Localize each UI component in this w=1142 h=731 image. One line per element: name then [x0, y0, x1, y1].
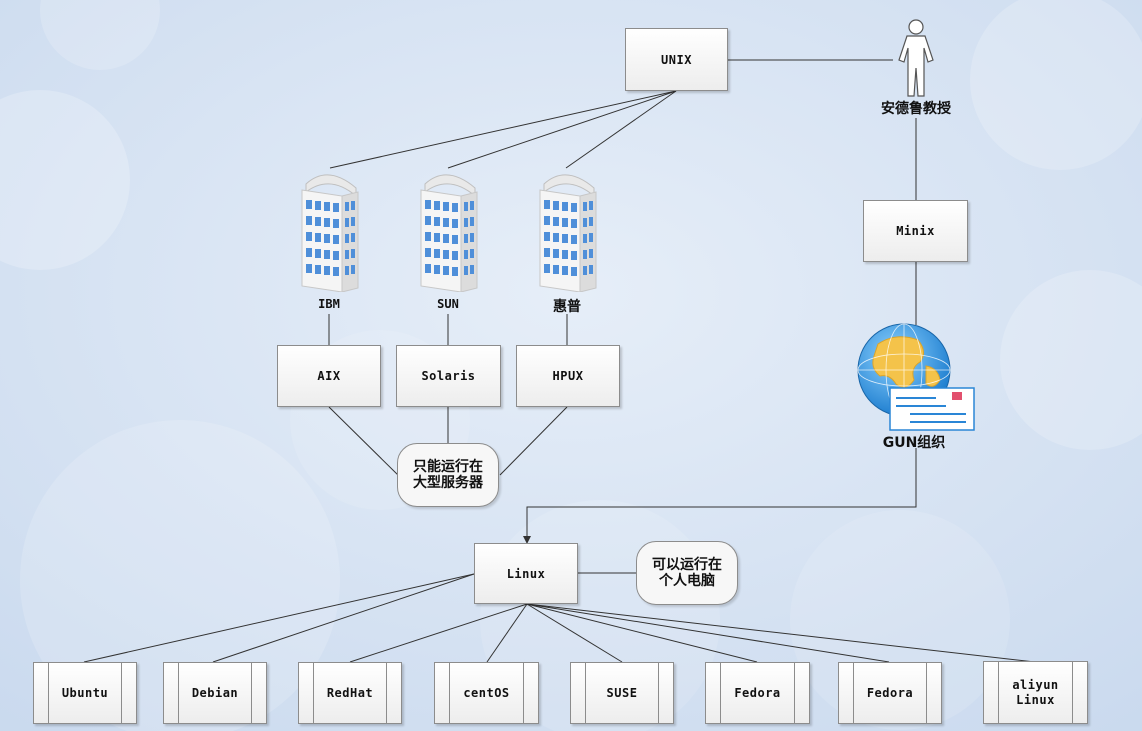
distro-centos[interactable]: centOS — [434, 662, 539, 724]
distro-label: Ubuntu — [61, 686, 109, 700]
server-only-note[interactable]: 只能运行在 大型服务器 — [397, 443, 499, 507]
aix-label: AIX — [317, 369, 341, 383]
aliyun-label-line2: Linux — [1016, 692, 1055, 707]
unix-node[interactable]: UNIX — [625, 28, 728, 91]
distro-label: RedHat — [326, 686, 374, 700]
distro-label: Fedora — [866, 686, 914, 700]
distro-label: Debian — [191, 686, 239, 700]
globe-mail-icon — [857, 323, 975, 431]
office-building-icon — [539, 174, 597, 292]
distro-label: centOS — [463, 686, 510, 700]
distro-suse[interactable]: SUSE — [570, 662, 674, 724]
professor-label: 安德鲁教授 — [881, 101, 951, 117]
office-building-icon — [301, 174, 359, 292]
ibm-label: IBM — [318, 297, 340, 311]
aliyun-label-line1: aliyun — [1012, 677, 1059, 692]
server-only-note-line1: 只能运行在 — [413, 459, 483, 475]
linux-label: Linux — [506, 566, 546, 581]
hp-label: 惠普 — [553, 299, 581, 315]
minix-label: Minix — [896, 224, 935, 238]
hpux-node[interactable]: HPUX — [516, 345, 620, 407]
minix-node[interactable]: Minix — [863, 200, 968, 262]
pc-note-line2: 个人电脑 — [659, 573, 715, 589]
distro-label: SUSE — [606, 686, 638, 700]
distro-label: Fedora — [734, 686, 781, 700]
person-icon — [898, 19, 934, 97]
sun-label: SUN — [437, 297, 459, 311]
solaris-node[interactable]: Solaris — [396, 345, 501, 407]
distro-fedora[interactable]: Fedora — [705, 662, 810, 724]
unix-label: UNIX — [661, 52, 692, 67]
distro-aliyun-linux[interactable]: aliyun Linux — [983, 661, 1088, 724]
aix-node[interactable]: AIX — [277, 345, 381, 407]
solaris-label: Solaris — [421, 369, 476, 383]
distro-ubuntu[interactable]: Ubuntu — [33, 662, 137, 724]
gun-label: GUN组织 — [882, 435, 946, 451]
distro-debian[interactable]: Debian — [163, 662, 267, 724]
pc-note[interactable]: 可以运行在 个人电脑 — [636, 541, 738, 605]
hpux-label: HPUX — [552, 369, 584, 383]
linux-node[interactable]: Linux — [474, 543, 578, 604]
server-only-note-line2: 大型服务器 — [413, 475, 483, 491]
distro-fedora-2[interactable]: Fedora — [838, 662, 942, 724]
pc-note-line1: 可以运行在 — [652, 557, 722, 573]
office-building-icon — [420, 174, 478, 292]
distro-redhat[interactable]: RedHat — [298, 662, 402, 724]
